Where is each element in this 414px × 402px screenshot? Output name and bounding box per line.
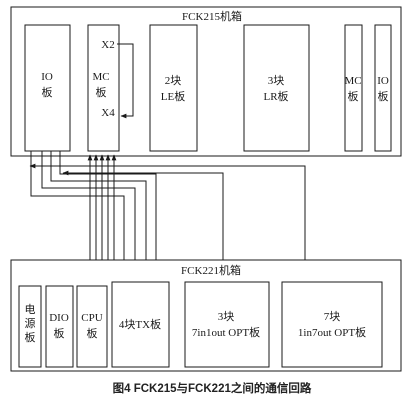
mc-port-x2: X2 xyxy=(101,39,114,51)
tx-board-name: 4块TX板 xyxy=(119,317,161,331)
io-board-name: IO xyxy=(41,71,53,83)
dio-board: DIO 板 xyxy=(45,285,74,368)
chassis-fck215-frame xyxy=(10,6,402,157)
opt-7in1out-board: 3块 7in1out OPT板 xyxy=(184,281,270,368)
chassis-fck215-title: FCK215机箱 xyxy=(182,9,242,23)
le-board-name: 2块 xyxy=(165,74,182,87)
line-opt-out-to-io xyxy=(29,163,306,282)
figure-caption: 图4 FCK215与FCK221之间的通信回路 xyxy=(113,381,312,395)
power-board: 电 源 板 xyxy=(18,285,42,368)
dio-board-name: DIO xyxy=(49,312,69,324)
io-board-unit: 板 xyxy=(42,85,53,99)
lr-board: 3块 LR板 xyxy=(243,24,310,152)
opt-7in1out-name: 3块 xyxy=(218,310,235,323)
power-board-char-3: 板 xyxy=(25,330,36,344)
line-io-to-tx-1 xyxy=(30,151,127,279)
connection-lines xyxy=(29,151,306,282)
line-opt-in-to-io xyxy=(62,170,224,282)
cpu-board: CPU 板 xyxy=(76,285,108,368)
le-board: 2块 LE板 xyxy=(149,24,198,152)
lr-board-name: 3块 xyxy=(268,74,285,87)
opt-1in7out-board: 7块 1in7out OPT板 xyxy=(281,281,383,368)
le-board-unit: LE板 xyxy=(161,89,185,103)
io-small-name: IO xyxy=(377,75,389,87)
mc-small-unit: 板 xyxy=(348,89,359,103)
line-io-return-1 xyxy=(50,151,147,278)
mc-board-unit: 板 xyxy=(96,85,107,99)
cpu-board-unit: 板 xyxy=(87,326,98,340)
opt-7in1out-unit: 7in1out OPT板 xyxy=(192,325,260,339)
tx-board: 4块TX板 xyxy=(111,281,170,368)
chassis-fck221-title: FCK221机箱 xyxy=(181,263,241,277)
mc-board-name: MC xyxy=(92,71,109,83)
power-board-char-2: 源 xyxy=(25,316,36,330)
mc-small-board: MC 板 xyxy=(344,24,363,152)
dio-board-unit: 板 xyxy=(54,326,65,340)
mc-small-name: MC xyxy=(344,75,361,87)
io-small-board: IO 板 xyxy=(374,24,392,152)
lr-board-unit: LR板 xyxy=(263,89,288,103)
opt-1in7out-unit: 1in7out OPT板 xyxy=(298,325,366,339)
cpu-board-name: CPU xyxy=(81,312,102,324)
mc-board: MC 板 X2 X4 xyxy=(87,24,134,152)
power-board-char-1: 电 xyxy=(25,303,36,316)
chassis-fck215: FCK215机箱 IO 板 MC 板 X2 X4 2块 LE板 3块 LR板 xyxy=(10,6,402,157)
mc-port-x4: X4 xyxy=(101,107,115,119)
line-io-to-tx-2 xyxy=(41,151,138,279)
chassis-fck221: FCK221机箱 电 源 板 DIO 板 CPU 板 4块TX板 3块 xyxy=(10,259,402,372)
io-small-unit: 板 xyxy=(378,89,389,103)
opt-1in7out-name: 7块 xyxy=(324,310,341,323)
x2-x4-loop xyxy=(117,43,134,119)
io-board: IO 板 xyxy=(24,24,71,152)
line-io-return-2 xyxy=(59,151,157,278)
